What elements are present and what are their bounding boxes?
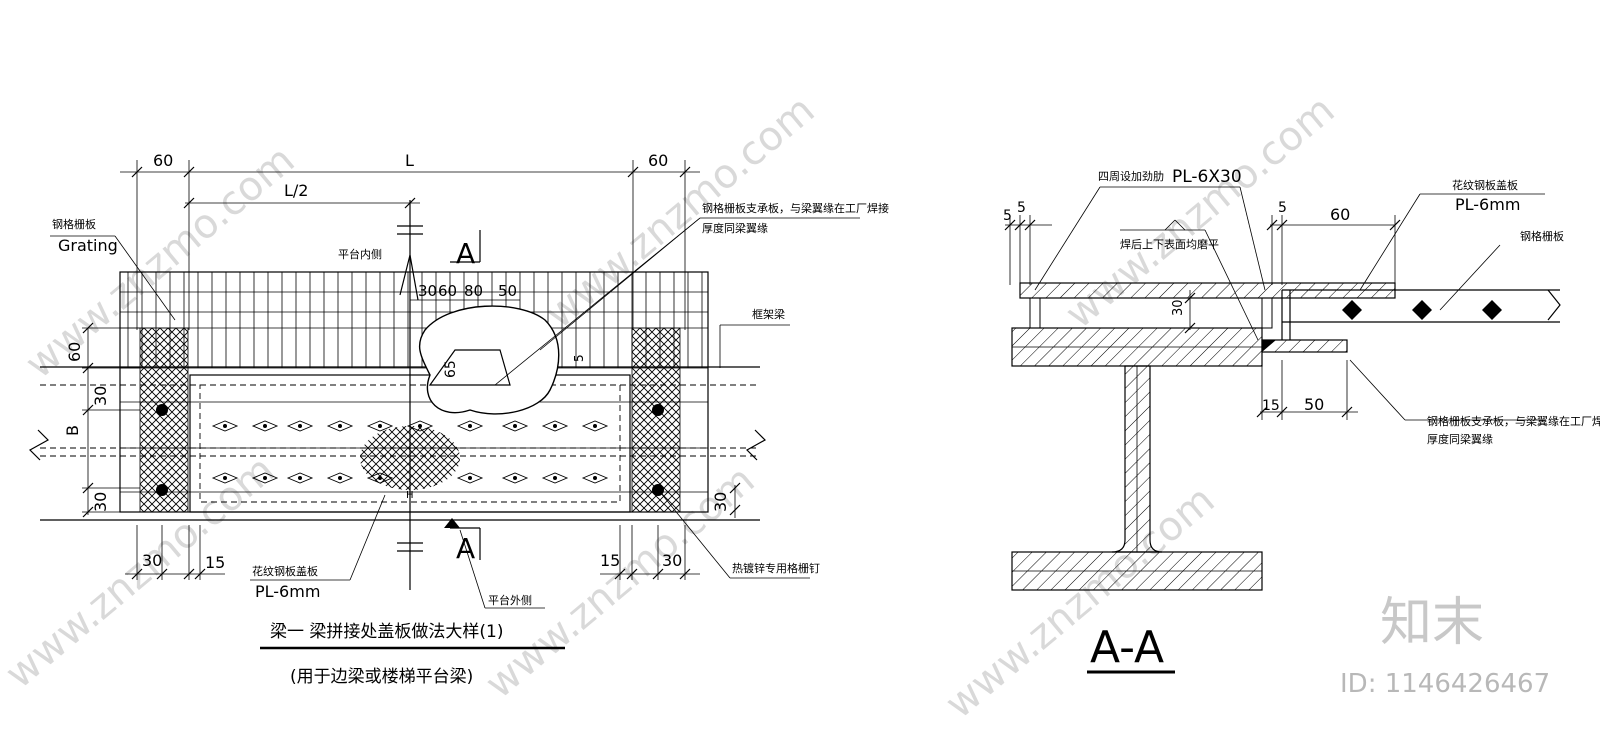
r-label-weld: 焊后上下表面均磨平: [1120, 237, 1219, 251]
dim-65: 65: [443, 360, 459, 378]
section-title: A-A: [1090, 622, 1164, 673]
label-support-1: 钢格栅板支承板，与梁翼缘在工厂焊接: [702, 201, 889, 215]
watermark-text: www.znzmo.com: [937, 477, 1224, 728]
dim-bot-r30: 30: [662, 551, 682, 570]
label-frame-beam: 框架梁: [752, 307, 785, 321]
rdim-b5: 5: [1017, 200, 1026, 216]
dim-side-30-top: 30: [91, 386, 110, 406]
r-label-grating-cn: 钢格栅板: [1520, 229, 1564, 243]
r-label-plate-en: PL-6mm: [1455, 195, 1520, 214]
r-label-plate-cn: 花纹钢板盖板: [1452, 178, 1518, 192]
dim-bot-l30: 30: [142, 551, 162, 570]
dim-span-L: L: [405, 151, 414, 170]
r-label-stiffener-cn: 四周设加劲肋: [1098, 169, 1164, 183]
r-label-support-2: 厚度同梁翼缘: [1427, 432, 1493, 446]
dim-right-60: 60: [648, 151, 668, 170]
label-plate-cn: 花纹钢板盖板: [252, 564, 318, 578]
r-label-stiffener-en: PL-6X30: [1172, 167, 1242, 187]
dim-right-30: 30: [711, 492, 730, 512]
dim-30: 30: [418, 282, 437, 300]
rdim-50: 50: [1304, 395, 1324, 414]
label-grating-cn: 钢格栅板: [52, 217, 96, 231]
section-mark-top: A: [456, 237, 475, 270]
dim-60: 60: [438, 282, 457, 300]
rdim-v30: 30: [1171, 299, 1186, 316]
rdim-c5: 5: [1278, 200, 1287, 216]
dim-half-L: L/2: [284, 181, 308, 200]
label-inner-side: 平台内侧: [338, 247, 382, 261]
rdim-15: 15: [1262, 398, 1280, 414]
dim-5: 5: [572, 354, 586, 362]
svg-text:H: H: [406, 490, 414, 501]
right-section-detail: 5 5 5 60 30 15 50 四周设加劲肋 PL-6X30 焊后上下: [1003, 167, 1600, 674]
brand-id: ID: 1146426467: [1340, 669, 1550, 699]
label-support-2: 厚度同梁翼缘: [702, 221, 768, 235]
dim-bot-l15: 15: [205, 553, 225, 572]
label-grating-en: Grating: [58, 236, 118, 255]
dim-side-60: 60: [65, 342, 84, 362]
dim-80: 80: [464, 282, 483, 300]
dim-50: 50: [498, 282, 517, 300]
left-title: 梁一 梁拼接处盖板做法大样(1): [270, 622, 503, 642]
dim-side-30-bot: 30: [91, 492, 110, 512]
watermark-text: www.znzmo.com: [1057, 87, 1344, 338]
rdim-60: 60: [1330, 205, 1350, 224]
brand-logo: 知末: [1380, 593, 1484, 653]
dim-left-60: 60: [153, 151, 173, 170]
dim-side-B: B: [63, 425, 82, 436]
r-label-support-1: 钢格栅板支承板，与梁翼缘在工厂焊接: [1427, 414, 1600, 428]
left-plan-detail: 60 L 60 L/2: [29, 151, 889, 687]
label-plate-en: PL-6mm: [255, 582, 320, 601]
dim-bot-r15: 15: [600, 551, 620, 570]
label-outer-side: 平台外侧: [488, 593, 532, 607]
rdim-a5: 5: [1003, 208, 1012, 224]
label-nail: 热镀锌专用格栅钉: [732, 561, 820, 575]
left-subtitle: (用于边梁或楼梯平台梁): [290, 667, 473, 687]
